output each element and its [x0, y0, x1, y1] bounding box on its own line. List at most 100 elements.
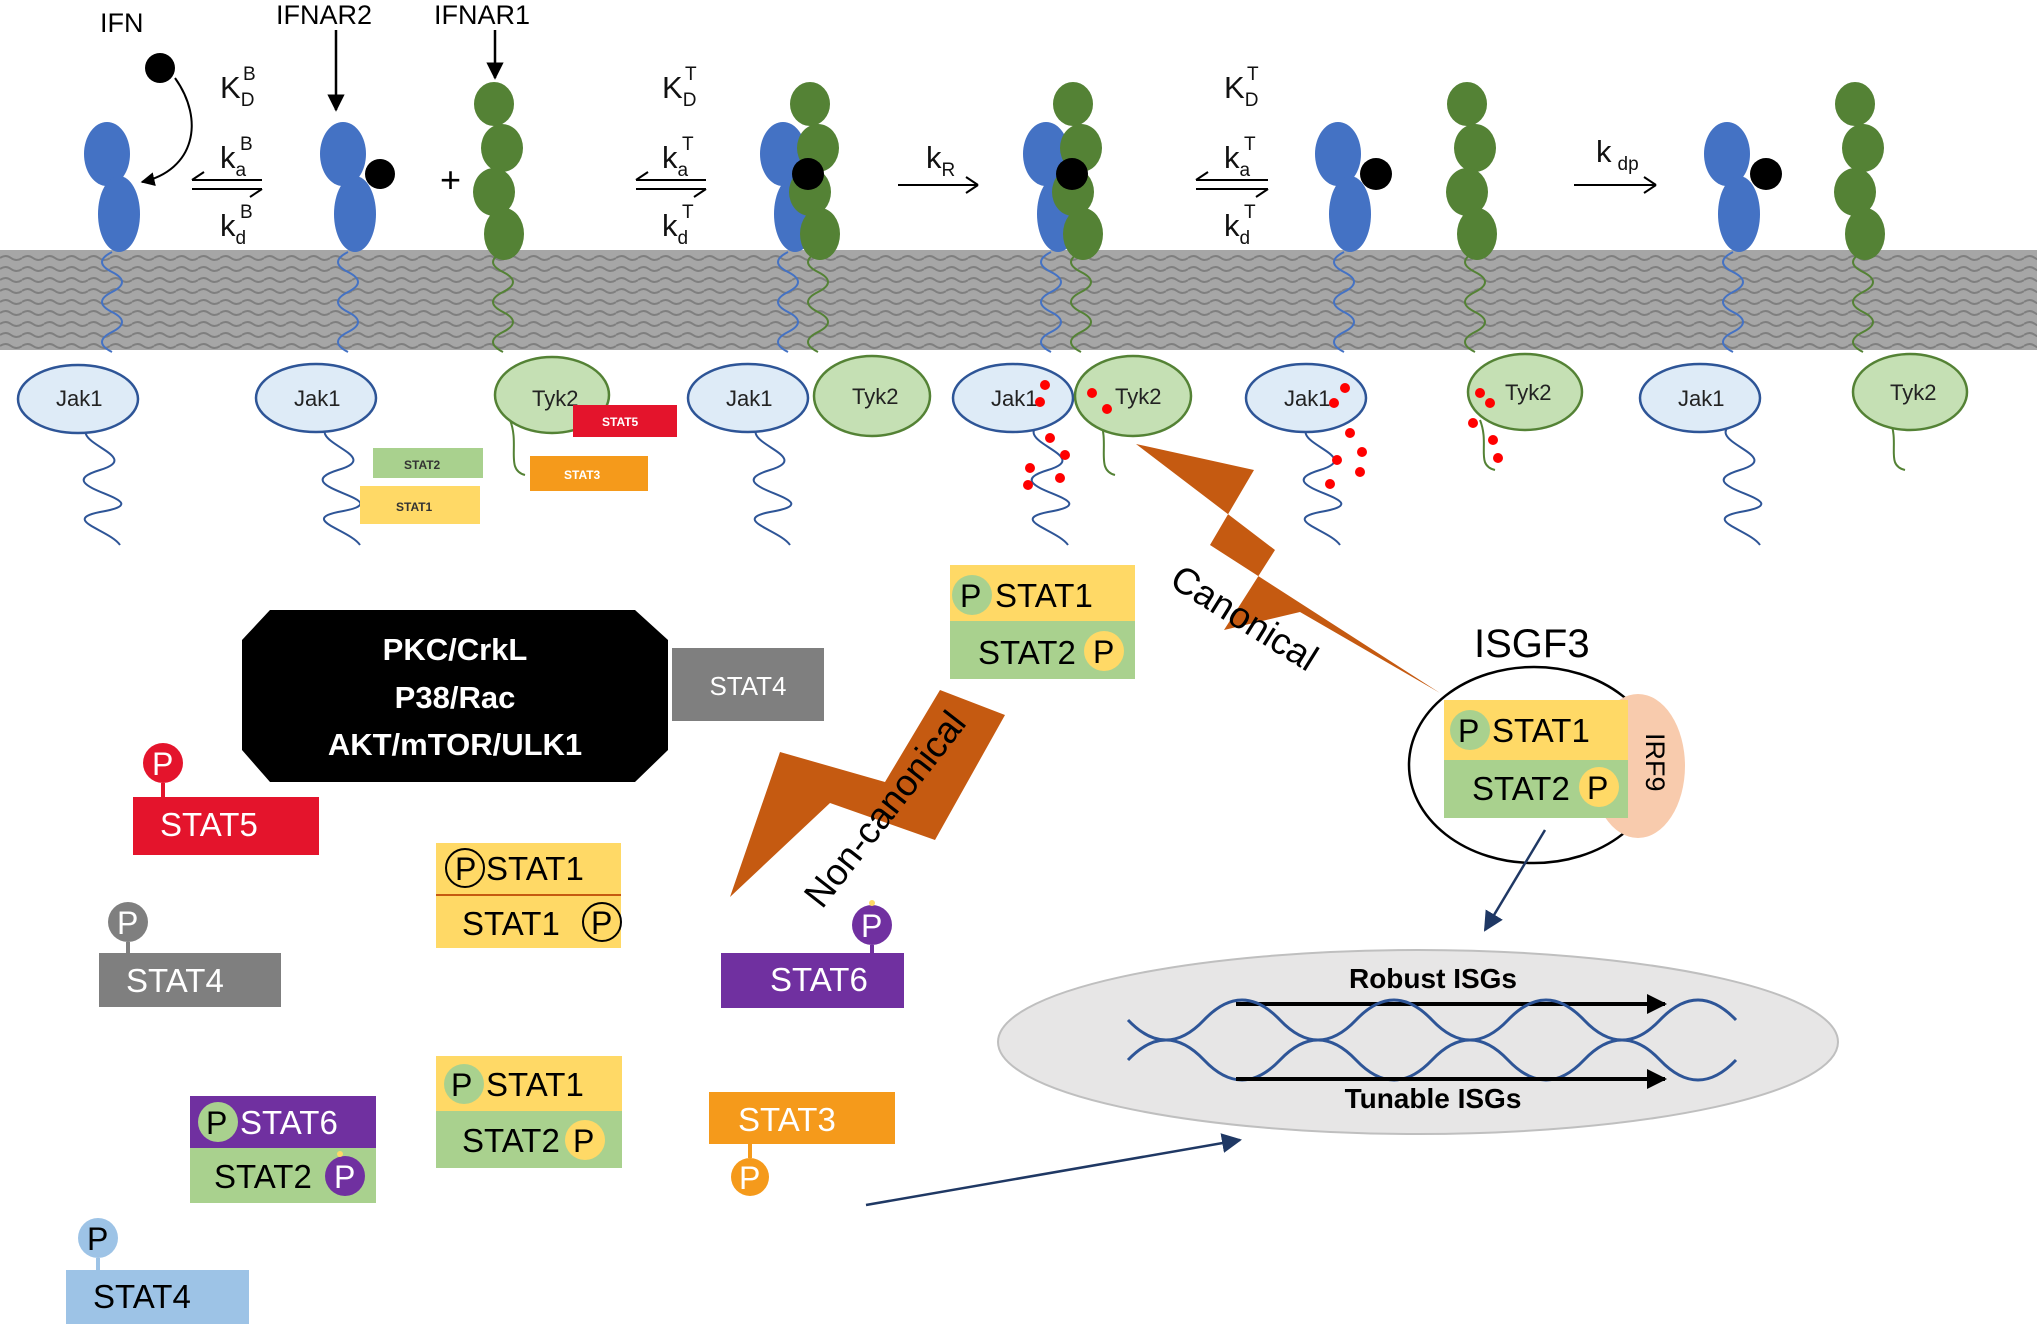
svg-text:Jak1: Jak1 — [1678, 386, 1724, 411]
jak1-kinase-5: Jak1 — [1244, 362, 1368, 434]
svg-text:STAT2: STAT2 — [214, 1158, 312, 1195]
svg-text:STAT1: STAT1 — [995, 577, 1093, 614]
isgf3-to-nucleus-arrow — [1483, 829, 1547, 932]
svg-text:P: P — [573, 1123, 594, 1159]
intracellular-tails — [82, 419, 1906, 546]
ifn-bound-3 — [1056, 158, 1088, 190]
jak1-kinase-1: Jak1 — [16, 363, 140, 435]
phosphorylation-dots — [1023, 380, 1503, 490]
svg-text:STAT3: STAT3 — [738, 1101, 836, 1138]
svg-text:kd: kd — [220, 208, 246, 249]
svg-text:STAT2: STAT2 — [462, 1122, 560, 1159]
kinetic-step-3: kR — [898, 140, 979, 194]
svg-text:ka: ka — [220, 140, 247, 181]
kinase-pathway-box — [242, 610, 668, 782]
svg-text:P: P — [861, 908, 882, 944]
svg-text:Jak1: Jak1 — [56, 386, 102, 411]
svg-text:Jak1: Jak1 — [726, 386, 772, 411]
kinase-line-3: AKT/mTOR/ULK1 — [328, 727, 582, 762]
svg-text:P: P — [451, 1067, 472, 1103]
stat4-kinase-attached: STAT4 — [672, 648, 824, 721]
small-stat2-tag: STAT2 — [373, 448, 483, 478]
isgf3-label: ISGF3 — [1474, 622, 1590, 666]
svg-text:KD: KD — [1224, 70, 1258, 111]
svg-text:STAT1: STAT1 — [1492, 712, 1590, 749]
svg-text:T: T — [682, 134, 694, 155]
small-stat3-tag: STAT3 — [530, 456, 648, 491]
ifnar1-label: IFNAR1 — [434, 0, 530, 30]
svg-text:P: P — [1458, 713, 1479, 749]
nucleus-dna-region — [997, 949, 1839, 1135]
svg-text:P: P — [1587, 770, 1608, 806]
tyk2-kinase-2: Tyk2 — [812, 354, 932, 438]
svg-text:Tyk2: Tyk2 — [1505, 380, 1551, 405]
ifn-ligand — [145, 53, 175, 83]
transmembrane-helices — [101, 251, 1874, 353]
svg-text:kdp: kdp — [1596, 134, 1639, 175]
svg-text:ka: ka — [662, 140, 689, 181]
jak1-kinase-6: Jak1 — [1638, 362, 1762, 434]
isgf3-stat-dimer: P STAT1 STAT2 P — [1444, 700, 1628, 818]
svg-text:STAT4: STAT4 — [126, 962, 224, 999]
dna-double-helix — [1126, 998, 1738, 1082]
stat1-homodimer: P STAT1 STAT1 P — [436, 843, 622, 948]
canonical-label: Canonical — [1164, 557, 1325, 679]
ifnar1-receptor-4 — [1446, 82, 1497, 260]
ifn-binding-arrow — [140, 77, 193, 187]
svg-text:P: P — [739, 1160, 760, 1196]
svg-text:STAT1: STAT1 — [396, 500, 433, 514]
svg-text:kR: kR — [926, 140, 955, 181]
svg-text:KD: KD — [220, 70, 254, 111]
ifnar2-label: IFNAR2 — [276, 0, 372, 30]
ifnar2-receptor-5 — [1315, 122, 1392, 252]
svg-text:KD: KD — [662, 70, 696, 111]
svg-text:STAT4: STAT4 — [93, 1278, 191, 1315]
jak1-kinase-2: Jak1 — [254, 362, 378, 434]
svg-text:STAT4: STAT4 — [709, 671, 786, 701]
svg-text:kd: kd — [1224, 208, 1250, 249]
svg-text:P: P — [152, 746, 173, 782]
non-canonical-lightning-bolt — [730, 690, 1005, 897]
ifnar1-receptor-1 — [473, 82, 524, 260]
cell-membrane — [0, 250, 2037, 350]
stat1-stat2-dimer-middle: P STAT1 STAT2 P — [436, 1056, 622, 1168]
small-stat1-tag: STAT1 — [360, 486, 480, 524]
svg-text:Jak1: Jak1 — [991, 386, 1037, 411]
svg-text:ka: ka — [1224, 140, 1251, 181]
kinetic-step-4: KD T ka T kd T — [1195, 64, 1269, 249]
noncanonical-to-nucleus-arrow — [865, 1133, 1242, 1207]
svg-text:P: P — [960, 578, 981, 614]
svg-text:B: B — [240, 202, 253, 223]
jak1-kinase-3: Jak1 — [686, 362, 810, 434]
svg-text:Tyk2: Tyk2 — [532, 386, 578, 411]
robust-isgs-label: Robust ISGs — [1349, 963, 1517, 994]
ifnar2-receptor-1 — [84, 122, 140, 252]
svg-text:STAT2: STAT2 — [1472, 770, 1570, 807]
svg-text:STAT2: STAT2 — [404, 458, 441, 472]
kinase-line-1: PKC/CrkL — [383, 632, 528, 667]
plus-sign: + — [440, 159, 461, 200]
svg-text:STAT6: STAT6 — [770, 961, 868, 998]
stat6-phospho: P STAT6 — [721, 900, 904, 1008]
ifnar1-receptor-5 — [1834, 82, 1885, 260]
svg-text:STAT2: STAT2 — [978, 634, 1076, 671]
tyk2-kinase-3: Tyk2 — [1073, 354, 1193, 438]
stat6-stat2-dimer: P STAT6 STAT2 P — [190, 1096, 376, 1203]
svg-text:T: T — [1244, 134, 1256, 155]
svg-text:STAT1: STAT1 — [486, 850, 584, 887]
ifnar2-receptor-6 — [1704, 122, 1782, 252]
svg-text:T: T — [685, 64, 697, 85]
svg-text:STAT1: STAT1 — [462, 905, 560, 942]
ifnar2-receptor-2 — [320, 122, 395, 252]
kinase-line-2: P38/Rac — [395, 680, 516, 715]
svg-text:Jak1: Jak1 — [1284, 386, 1330, 411]
svg-text:Jak1: Jak1 — [294, 386, 340, 411]
jak1-kinase-4: Jak1 — [951, 362, 1075, 434]
stat4-lightblue-phospho: P STAT4 — [66, 1218, 249, 1324]
svg-text:IRF9: IRF9 — [1640, 733, 1670, 792]
svg-text:T: T — [1244, 202, 1256, 223]
svg-text:B: B — [243, 64, 256, 85]
tyk2-kinase-5: Tyk2 — [1851, 352, 1969, 432]
